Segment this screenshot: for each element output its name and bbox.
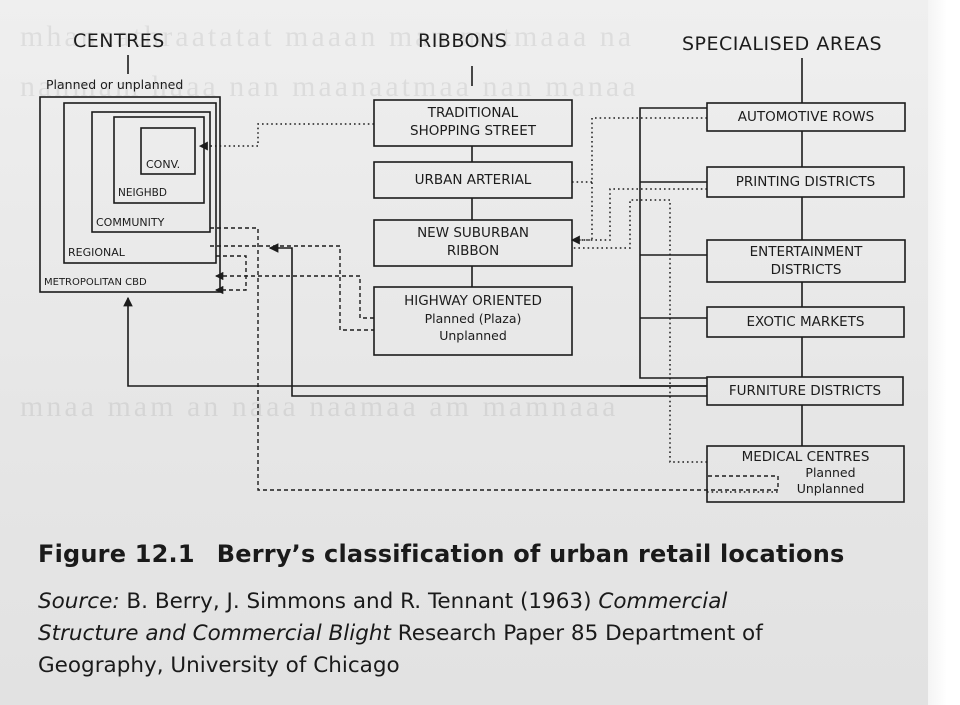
header-centres: CENTRES (73, 30, 165, 52)
ribbon-traditional-line1: TRADITIONAL (427, 105, 519, 121)
community-box (91, 111, 211, 233)
spec-exotic-label: EXOTIC MARKETS (746, 314, 865, 330)
header-specialised: SPECIALISED AREAS (682, 33, 883, 55)
centre-regional: REGIONAL (68, 246, 125, 259)
spec-printing-label: PRINTING DISTRICTS (735, 174, 876, 190)
spec-entertainment-label: ENTERTAINMENT DISTRICTS (707, 243, 905, 279)
spec-furniture-label: FURNITURE DISTRICTS (728, 383, 882, 399)
spec-entertainment-line2: DISTRICTS (770, 262, 842, 278)
spec-medical-line3: Unplanned (796, 481, 865, 496)
source-title-b: Structure and Commercial Blight (38, 621, 391, 646)
figure-title: Berry’s classification of urban retail l… (216, 540, 845, 568)
link-traditional-to-conv (198, 123, 374, 151)
spec-box-medical (706, 445, 905, 503)
figure-caption-title: Figure 12.1 Berry’s classification of urb… (38, 540, 845, 568)
convenience-box (140, 127, 196, 175)
centre-metropolitan-cbd: METROPOLITAN CBD (44, 277, 147, 288)
ribbon-highway-line3: Unplanned (439, 328, 507, 343)
ribbon-new-suburban-line1: NEW SUBURBAN (417, 225, 529, 241)
ribbon-new-suburban-line2: RIBBON (446, 243, 500, 259)
source-label: Source: (38, 589, 120, 614)
ribbon-highway-label: HIGHWAY ORIENTED Planned (Plaza) Unplann… (374, 293, 572, 344)
source-line-2: Structure and Commercial Blight Research… (38, 619, 763, 649)
centre-conv: CONV. (146, 158, 181, 171)
spec-medical-line1: MEDICAL CENTRES (741, 449, 870, 465)
source-title-a: Commercial (598, 589, 728, 614)
ribbon-box-highway (373, 286, 573, 356)
source-rest-a: Research Paper 85 Department of (397, 621, 763, 646)
neighbourhood-box (113, 116, 205, 204)
regional-box (63, 102, 217, 264)
figure-number: Figure 12.1 (38, 540, 195, 568)
spec-box-exotic (706, 306, 905, 338)
ribbon-urban-arterial-label: URBAN ARTERIAL (414, 172, 532, 188)
centre-community: COMMUNITY (96, 216, 165, 229)
page-edge (928, 0, 960, 705)
ribbon-highway-line1: HIGHWAY ORIENTED (404, 293, 542, 309)
header-ribbons: RIBBONS (418, 30, 508, 52)
planned-note: Planned or unplanned (46, 77, 184, 92)
ribbon-traditional-line2: SHOPPING STREET (410, 123, 536, 139)
source-authors: B. Berry, J. Simmons and R. Tennant (196… (126, 589, 592, 614)
ribbon-box-urban-arterial (373, 161, 573, 199)
ribbon-traditional-label: TRADITIONAL SHOPPING STREET (374, 104, 572, 140)
source-line-3: Geography, University of Chicago (38, 653, 400, 678)
ribbon-box-traditional (373, 99, 573, 147)
metropolitan-cbd-box (39, 96, 221, 293)
spec-box-entertainment (706, 239, 906, 283)
spec-automotive-label: AUTOMOTIVE ROWS (737, 109, 875, 125)
spec-medical-line2: Planned (805, 465, 856, 480)
spec-entertainment-line1: ENTERTAINMENT (749, 244, 863, 260)
ribbon-highway-line2: Planned (Plaza) (424, 311, 522, 326)
spec-medical-label: MEDICAL CENTRES Planned Unplanned (707, 449, 904, 497)
spec-box-automotive (706, 102, 906, 132)
spec-box-furniture (706, 376, 904, 406)
source-line-1: Source: B. Berry, J. Simmons and R. Tenn… (38, 587, 727, 617)
centre-neighbourhood: NEIGHBD (118, 187, 167, 199)
ribbon-new-suburban-label: NEW SUBURBAN RIBBON (374, 224, 572, 260)
link-community-to-medical (210, 227, 779, 491)
